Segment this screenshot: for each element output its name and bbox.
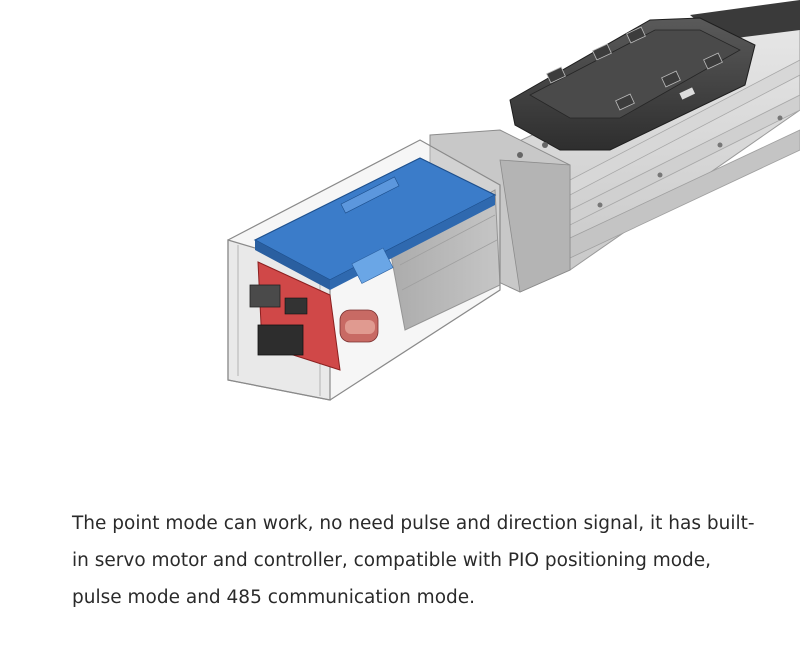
blue-circuit-board <box>253 157 497 290</box>
carriage-block <box>509 17 756 151</box>
linear-actuator-illustration <box>227 0 800 401</box>
motor-flange <box>429 129 571 293</box>
red-circuit-board <box>249 261 379 371</box>
description-caption: The point mode can work, no need pulse a… <box>72 513 755 608</box>
actuator-drawing <box>227 0 800 401</box>
